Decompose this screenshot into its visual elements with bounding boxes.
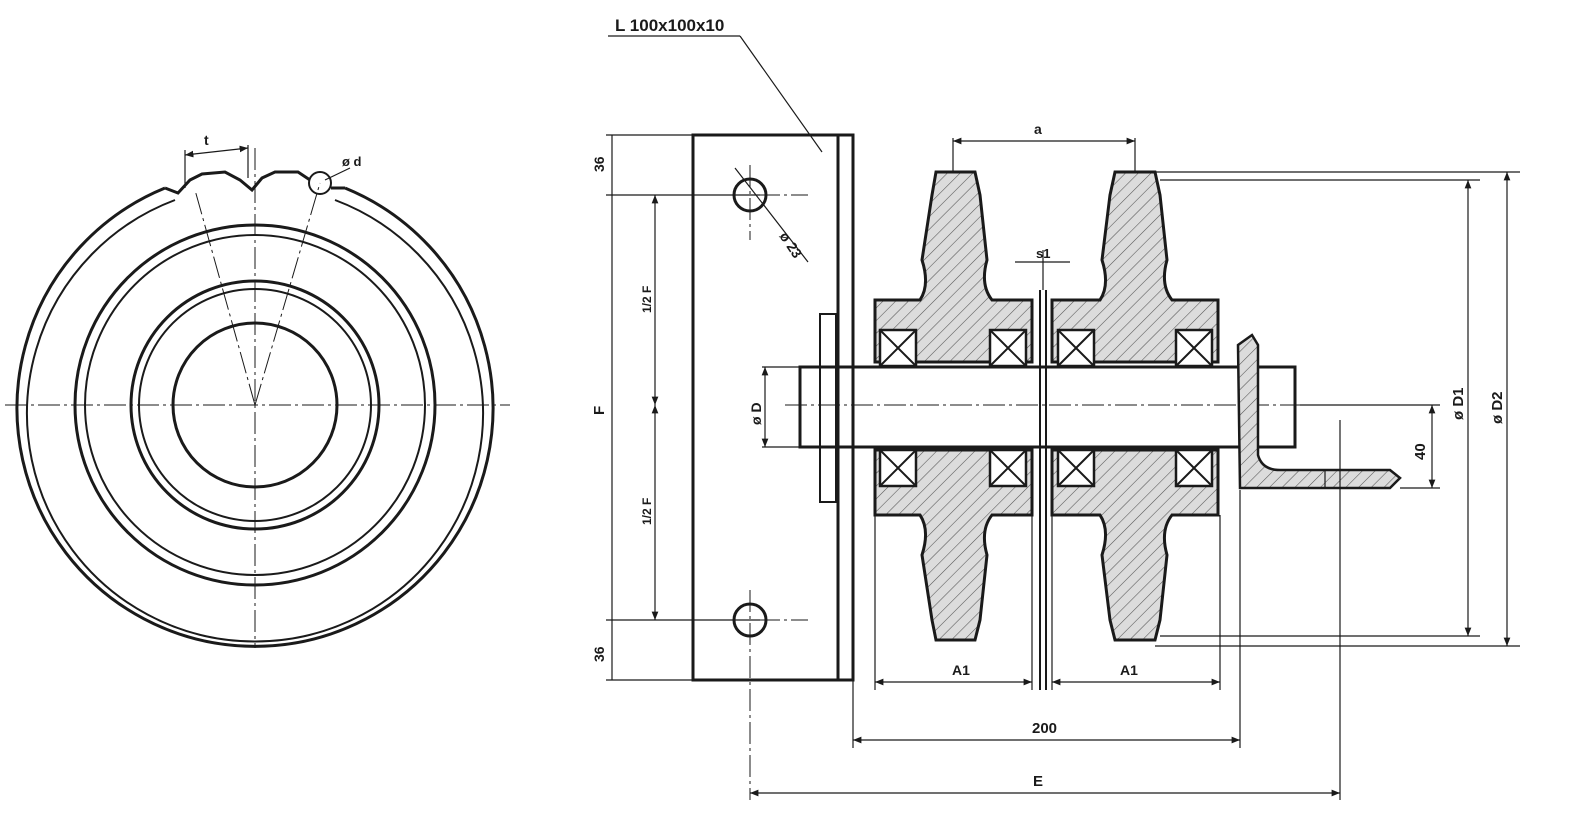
- d1-label: ø D1: [1450, 387, 1467, 420]
- sprocket-tooth-tip-circle: [26, 199, 484, 643]
- sprocket-outer-rim: [15, 186, 495, 648]
- shaft: [798, 365, 1297, 449]
- shaft-flange: [819, 313, 837, 503]
- dim-40-label: 40: [1412, 443, 1429, 460]
- bore-circle: [171, 321, 339, 489]
- shaft-d-label: ø D: [748, 402, 764, 425]
- half-f-bottom-label: 1/2 F: [640, 498, 654, 525]
- bearing-2-top-x: [989, 329, 1027, 367]
- bearing-circle: [129, 279, 381, 531]
- bearing-inner-circle: [138, 288, 372, 522]
- a1-right-label: A1: [1120, 662, 1138, 678]
- bearing-1-top-x: [879, 329, 917, 367]
- side-view: t ø d: [5, 132, 510, 648]
- d-leader: [324, 167, 351, 181]
- hub-circle-outer: [73, 223, 437, 587]
- section-view: L 100x100x10 36 36 1/2 F 1/2 F F ø 23: [591, 16, 1520, 800]
- d2-label: ø D2: [1489, 391, 1506, 424]
- left-sprocket-section: [873, 170, 1034, 364]
- e-label: E: [1033, 773, 1043, 790]
- bearings: [878, 328, 1214, 488]
- pitch-ray-left: [194, 189, 256, 406]
- retaining-bracket: [1236, 333, 1402, 490]
- dim-36-bottom: 36: [591, 646, 607, 662]
- half-f-top-label: 1/2 F: [640, 286, 654, 313]
- bearing-2-bottom-x: [989, 449, 1027, 487]
- a1-left-label: A1: [952, 662, 970, 678]
- roller-d-label: ø d: [342, 154, 362, 169]
- roller-circle: [308, 171, 332, 195]
- bearing-4-bottom-x: [1175, 449, 1213, 487]
- hole-23-leader: [734, 167, 809, 263]
- angle-plate: [691, 133, 855, 682]
- right-sprocket-section-lower: [1050, 448, 1220, 642]
- left-sprocket-section-lower: [873, 448, 1034, 642]
- dim-36-top: 36: [591, 156, 607, 172]
- bearing-3-top-x: [1057, 329, 1095, 367]
- right-sprocket-section: [1050, 170, 1220, 364]
- s1-label: s1: [1036, 246, 1050, 261]
- t-label: t: [204, 132, 209, 148]
- sprocket-teeth: [164, 170, 311, 195]
- bearing-4-top-x: [1175, 329, 1213, 367]
- dim-200-label: 200: [1032, 720, 1057, 737]
- bearing-1-bottom-x: [879, 449, 917, 487]
- hub-circle-inner: [84, 234, 426, 576]
- f-label: F: [591, 406, 608, 415]
- bearing-3-bottom-x: [1057, 449, 1095, 487]
- t-dim-line: [184, 145, 249, 158]
- a-label: a: [1034, 121, 1042, 137]
- pitch-ray-right: [254, 182, 321, 406]
- hole-23-label: ø 23: [777, 229, 806, 261]
- angle-profile-label: L 100x100x10: [615, 16, 724, 35]
- angle-leader: [739, 35, 823, 153]
